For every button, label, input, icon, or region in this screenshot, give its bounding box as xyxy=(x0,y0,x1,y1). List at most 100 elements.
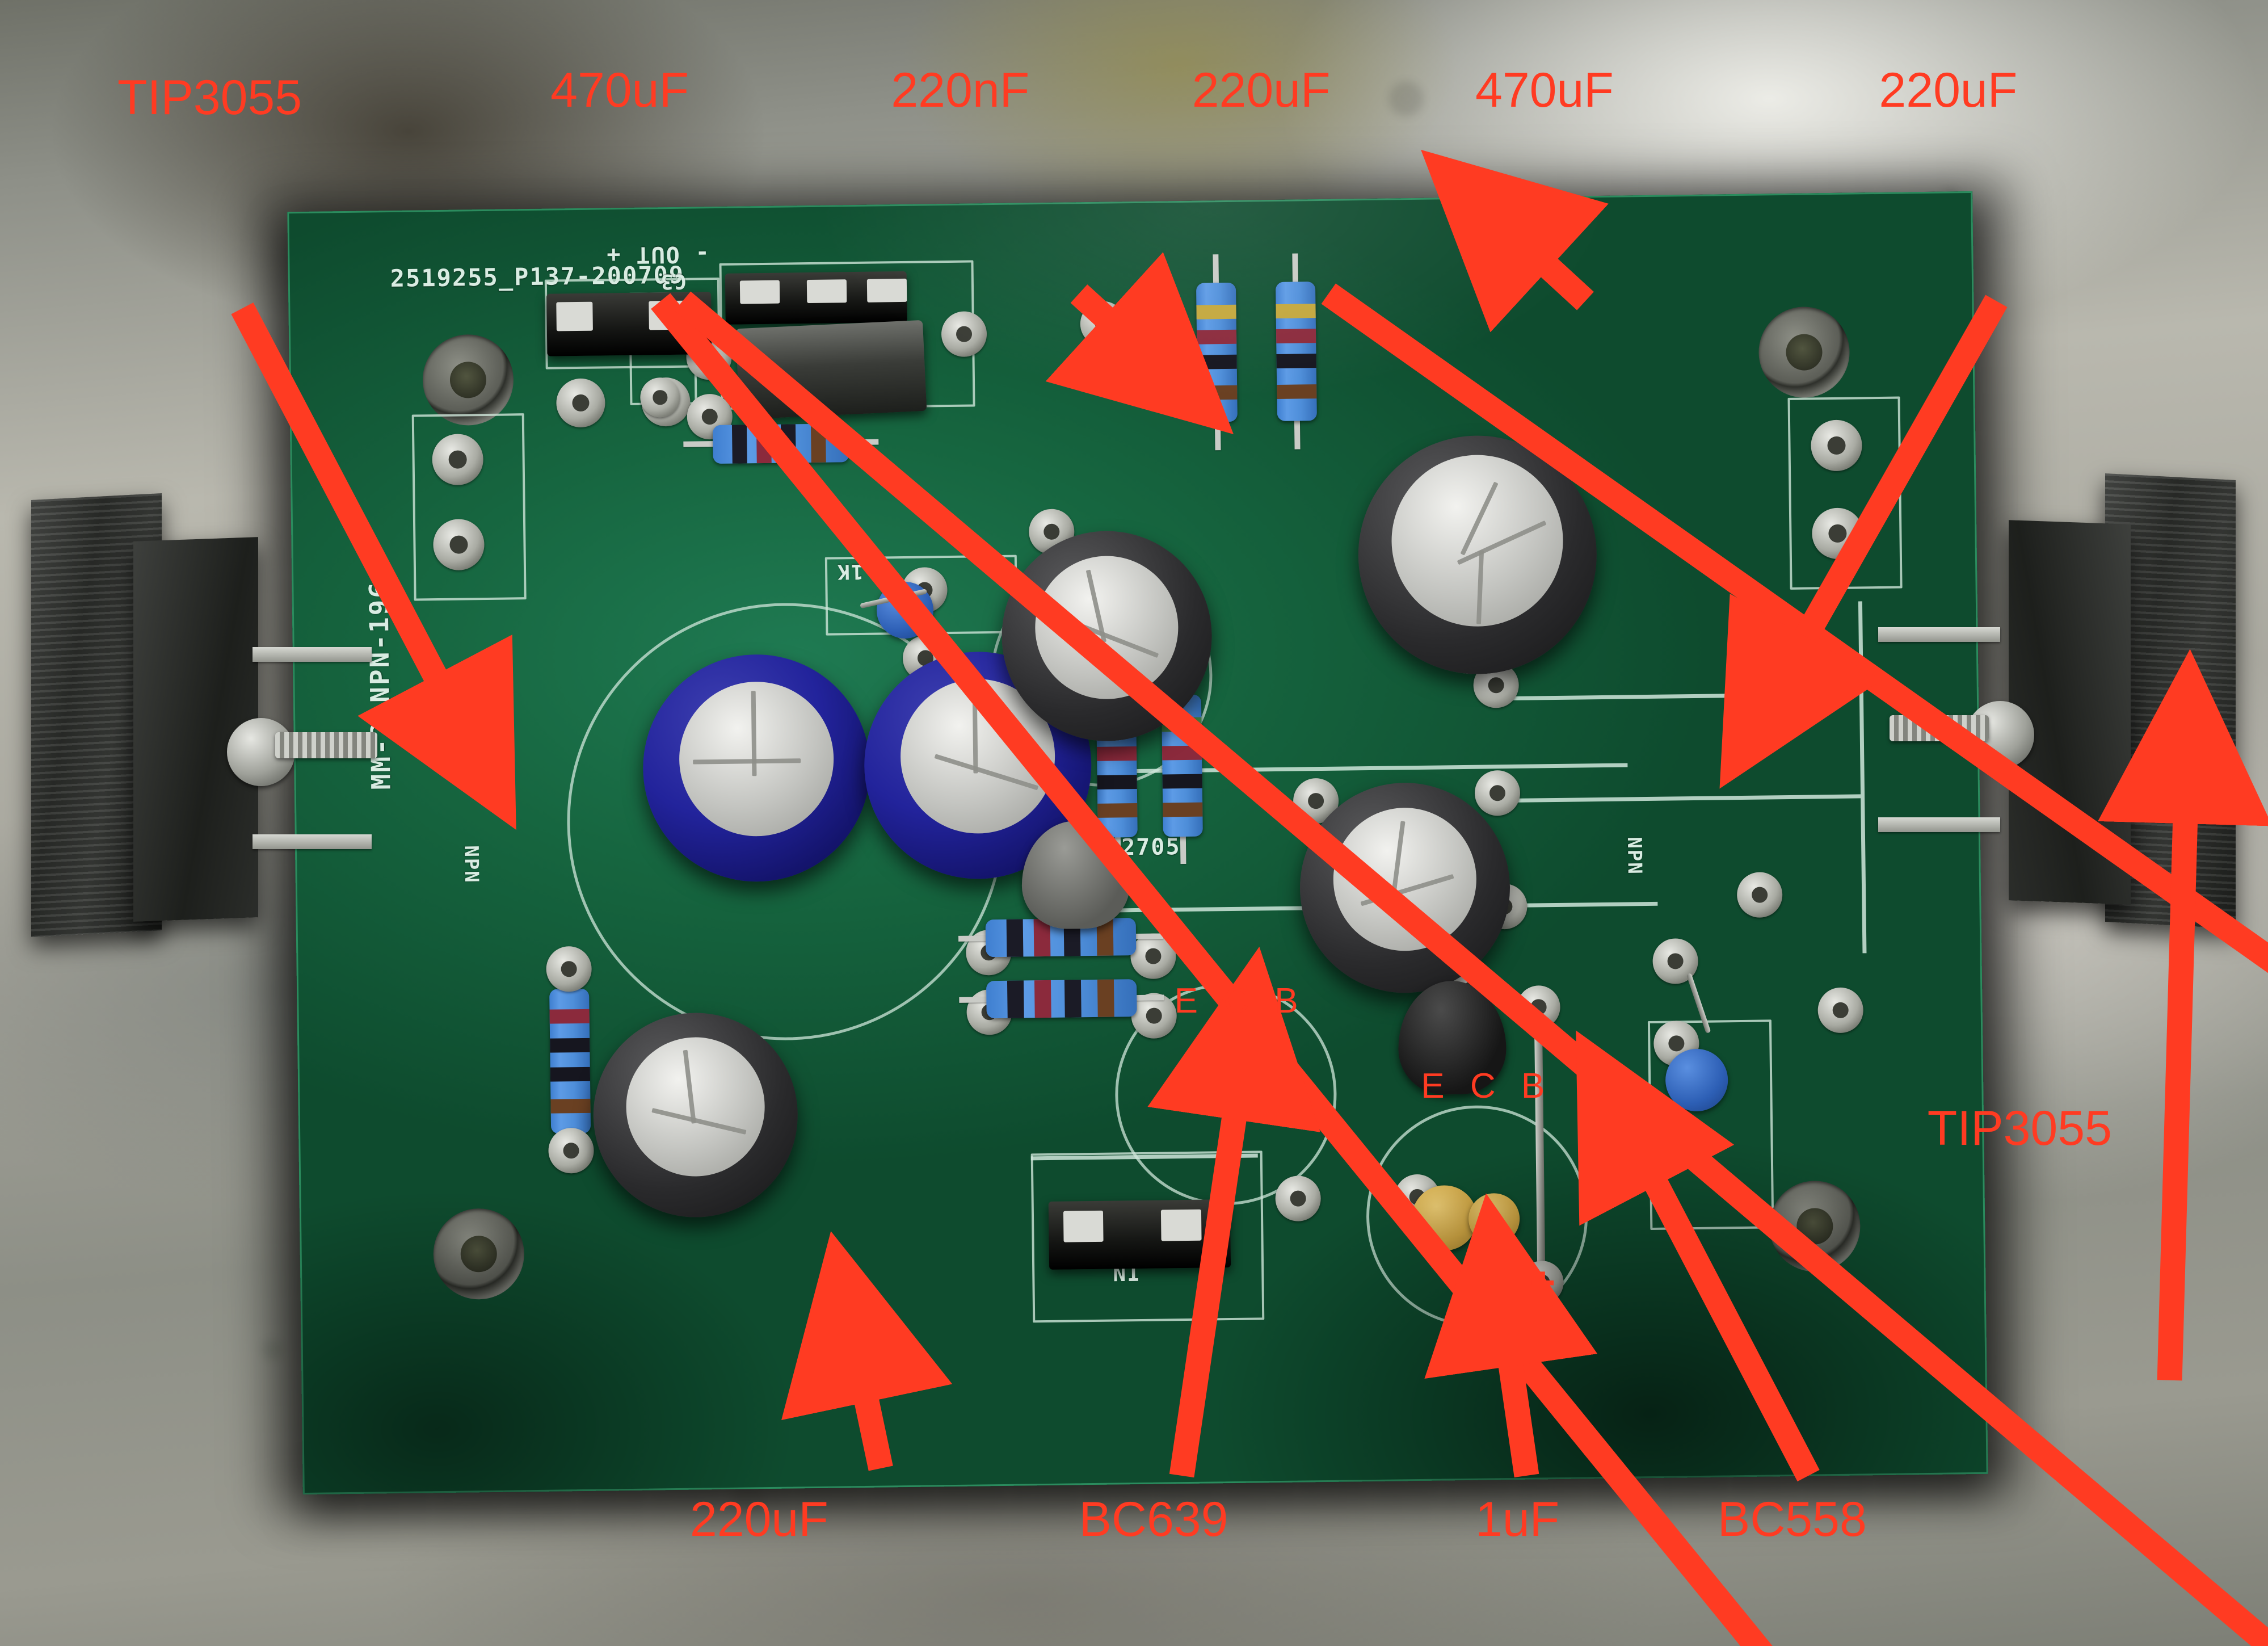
resistor-ll-1 xyxy=(549,960,591,1162)
electrolytic-cap-220uf-right xyxy=(1298,782,1512,994)
annotation-bc639: BC639 xyxy=(1079,1492,1228,1547)
annotation-plus-marker: + xyxy=(1529,1257,1556,1307)
tip3055-right-leg-2 xyxy=(1878,817,2000,832)
resistor-band-1 xyxy=(731,425,747,464)
resistor-c2-band-4 xyxy=(1163,802,1203,817)
resistor-tr-2 xyxy=(1275,253,1317,450)
resistor-lc-2 xyxy=(959,979,1164,1019)
resistor-tr2-band-4 xyxy=(1277,384,1317,399)
resistor-ll1-band-2 xyxy=(550,1038,590,1053)
resistor-c2-lead-bottom xyxy=(1180,833,1186,864)
electrolytic-cap-470uf-top xyxy=(1357,434,1598,676)
in-pin-2 xyxy=(1161,1209,1202,1241)
annotation-220uf-right: 220uF xyxy=(1879,63,2018,118)
pad-yellow-1 xyxy=(1275,1175,1322,1222)
pad-jumper-top xyxy=(1517,985,1561,1029)
annotation-220uf-bottom: 220uF xyxy=(689,1492,828,1547)
film-capacitor-220nf xyxy=(735,320,927,420)
out-pin-negative xyxy=(556,302,594,331)
annotation-470uf-top: 470uF xyxy=(1475,63,1614,118)
screw-thread-left xyxy=(275,732,377,758)
resistor-lc2-lead-l xyxy=(959,997,991,1003)
resistor-top-mid xyxy=(683,423,879,464)
resistor-lc2-band-3 xyxy=(1064,980,1082,1018)
resistor-tr2-body xyxy=(1275,282,1317,421)
resistor-tr1-lead-bottom xyxy=(1214,418,1221,451)
resistor-c1-band-2 xyxy=(1096,746,1137,761)
power-transistor-tip3055-left xyxy=(31,485,400,956)
pad-ll-2 xyxy=(548,1127,595,1174)
resistor-tr-1 xyxy=(1196,254,1238,451)
pad-extra-1 xyxy=(1817,987,1864,1034)
silkscreen-1k: 1K xyxy=(836,559,864,583)
left-transistor-outline xyxy=(411,413,527,601)
electrolytic-cap-220uf-bottom xyxy=(592,1011,799,1219)
annotation-1uf: 1uF xyxy=(1475,1492,1560,1547)
annotation-tip3055-right: TIP3055 xyxy=(1927,1101,2112,1156)
resistor-tr2-lead-top xyxy=(1292,253,1299,285)
pad-r-2 xyxy=(1474,770,1521,816)
annotation-220uf-mid: 220uF xyxy=(1192,63,1331,118)
screw-thread-right xyxy=(1890,715,1989,741)
resistor-ll1-band-4 xyxy=(550,1098,591,1114)
resistor-tr2-band-2 xyxy=(1276,329,1316,343)
pad-res-a2 xyxy=(1130,933,1176,980)
in-pin-1 xyxy=(1063,1210,1104,1242)
silk-trace-4 xyxy=(1507,693,1780,701)
pcb-board: 2519255_P137-200709 ZERO ZONE B MM-2 NPN… xyxy=(287,191,1988,1495)
power-transistor-tip3055-right xyxy=(1844,473,2241,954)
resistor-c1-band-3 xyxy=(1097,775,1137,790)
resistor-ll1-band-3 xyxy=(550,1066,591,1082)
out-connector[interactable] xyxy=(546,292,712,356)
resistor-c2-band-2 xyxy=(1162,745,1202,761)
resistor-tr2-band-1 xyxy=(1276,304,1316,318)
pad-top-1 xyxy=(941,311,987,358)
tip3055-right-leg-1 xyxy=(1878,627,2000,642)
resistor-band-4 xyxy=(810,423,826,463)
resistor-lc2-band-2 xyxy=(1034,980,1051,1018)
annotation-tip3055-left: TIP3055 xyxy=(117,70,302,125)
resistor-lc1-lead-r xyxy=(1131,933,1164,940)
annotation-220nf: 220nF xyxy=(891,63,1030,118)
in-connector[interactable] xyxy=(1048,1199,1231,1270)
top-header-pin-3 xyxy=(866,278,907,303)
resistor-c2-band-3 xyxy=(1162,774,1202,789)
resistor-tr1-body xyxy=(1196,282,1238,422)
silk-trace-6 xyxy=(395,708,493,714)
silkscreen-npn-right: NPN xyxy=(1622,837,1646,875)
resistor-tr1-band-3 xyxy=(1197,355,1237,369)
pad-ll-1 xyxy=(546,946,592,992)
tip3055-left-leg-2 xyxy=(253,834,372,849)
resistor-tr1-band-4 xyxy=(1197,385,1238,400)
mounting-hole-top-right xyxy=(1758,306,1850,398)
resistor-tr2-band-3 xyxy=(1276,354,1316,368)
silk-trace-5 xyxy=(1509,794,1861,803)
resistor-band-2 xyxy=(756,424,772,464)
resistor-lc1-lead-l xyxy=(958,935,990,942)
resistor-c1-band-4 xyxy=(1097,803,1138,818)
annotation-bc558: BC558 xyxy=(1717,1492,1867,1547)
top-header-pin-2 xyxy=(806,279,847,304)
resistor-lc2-band-4 xyxy=(1097,979,1114,1017)
pad-out-1 xyxy=(556,378,605,428)
silkscreen-100k: 100K xyxy=(1648,1108,1672,1160)
resistor-ll1-band-1 xyxy=(549,1009,590,1024)
top-header-connector[interactable] xyxy=(725,271,907,325)
resistor-tr1-band-1 xyxy=(1196,304,1236,320)
mounting-hole-bottom-left xyxy=(432,1208,525,1300)
tip3055-left-leg-1 xyxy=(253,647,372,662)
resistor-tr1-band-2 xyxy=(1196,330,1237,345)
annotation-ecb-bc558: E C B xyxy=(1421,1066,1553,1106)
mounting-hole-top-left xyxy=(422,334,514,426)
annotation-ecb-bc639: E C B xyxy=(1174,981,1306,1021)
silkscreen-npn-left: NPN xyxy=(459,845,483,884)
top-header-pin-1 xyxy=(739,280,780,304)
pad-extra-2 xyxy=(1736,872,1783,918)
annotation-470uf-pair: 470uF xyxy=(550,63,689,118)
resistor-lc1-band-1 xyxy=(1006,919,1024,957)
silkscreen-c3: C3 xyxy=(659,269,687,293)
resistor-lc2-lead-r xyxy=(1133,994,1164,1001)
resistor-tr2-lead-bottom xyxy=(1294,417,1301,450)
resistor-tr1-lead-top xyxy=(1213,254,1219,287)
